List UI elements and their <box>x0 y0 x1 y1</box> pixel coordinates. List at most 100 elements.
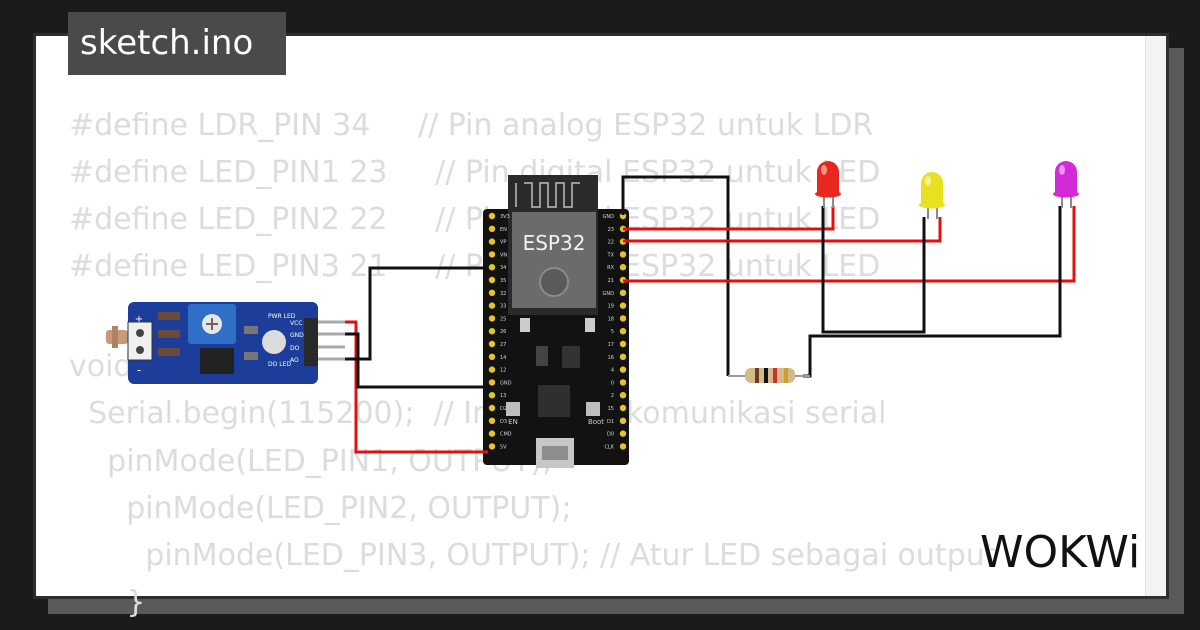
pin-label: 18 <box>608 316 614 322</box>
pin-label: 21 <box>608 278 614 284</box>
led-magenta[interactable] <box>1053 161 1079 208</box>
pin-label: 12 <box>500 368 506 374</box>
pin-label: 16 <box>608 355 614 361</box>
pin-5[interactable] <box>619 328 627 335</box>
pin-rx[interactable] <box>619 264 627 271</box>
pin-label: 15 <box>608 406 614 412</box>
pin-label: 5V <box>500 444 507 450</box>
pin-label: D1 <box>607 419 614 425</box>
pin-label: 27 <box>500 342 506 348</box>
pin-15[interactable] <box>619 404 627 412</box>
en-button-label: EN <box>508 418 518 426</box>
pin-16[interactable] <box>619 353 627 360</box>
pin-34[interactable] <box>488 264 496 271</box>
pin-en[interactable] <box>488 225 496 232</box>
sketch-tab[interactable]: sketch.ino <box>68 12 286 75</box>
pin-label: 22 <box>608 240 614 246</box>
led-red[interactable] <box>815 161 841 208</box>
pin-27[interactable] <box>488 340 496 348</box>
pin-3v3[interactable] <box>488 212 496 220</box>
pin-label: D2 <box>500 406 507 412</box>
pin-17[interactable] <box>619 340 627 348</box>
scrollbar[interactable] <box>1145 36 1166 596</box>
pin-label: GND <box>603 291 615 297</box>
wire-vcc <box>345 320 488 454</box>
pin-13[interactable] <box>488 392 496 399</box>
pin-vn[interactable] <box>488 251 496 258</box>
pin-label: 3V3 <box>500 214 510 220</box>
pin-2[interactable] <box>619 392 627 399</box>
boot-button[interactable] <box>586 402 600 416</box>
pin-label: EN <box>500 227 507 233</box>
pin-19[interactable] <box>619 302 627 309</box>
pin-label: 5 <box>611 329 614 335</box>
minus-label: - <box>137 363 141 377</box>
pin-14[interactable] <box>488 353 496 360</box>
pin-d1[interactable] <box>619 417 627 424</box>
code-line: #define LDR_PIN 34 // Pin analog ESP32 u… <box>69 108 874 143</box>
code-line: } <box>69 585 146 620</box>
pin-vp[interactable] <box>488 238 496 245</box>
pin-0[interactable] <box>619 379 627 386</box>
pin-label: 35 <box>500 278 506 284</box>
pin-33[interactable] <box>488 302 496 309</box>
pin-label: 34 <box>500 265 506 271</box>
wire-cathode-bus-2 <box>821 206 926 334</box>
pin-vcc-label: VCC <box>290 320 302 327</box>
wokwi-logo-text: WOKWi <box>980 527 1140 578</box>
code-line: pinMode(LED_PIN2, OUTPUT); <box>69 491 572 526</box>
pin-label: 13 <box>500 393 506 399</box>
en-button[interactable] <box>506 402 520 416</box>
pin-clk[interactable] <box>619 443 627 450</box>
led-yellow[interactable] <box>919 172 945 219</box>
pin-do-label: DO <box>290 345 300 352</box>
pin-5v[interactable] <box>488 443 496 450</box>
do-led-label: DO LED <box>268 361 291 368</box>
pin-gnd-label: GND <box>290 332 304 339</box>
plus-label: + <box>135 314 143 325</box>
wire-cathode-bus <box>803 206 1062 378</box>
esp32-board[interactable]: ESP32 EN Boot 3V3ENVPVN34353233252627141… <box>483 175 629 468</box>
code-line: pinMode(LED_PIN3, OUTPUT); // Atur LED s… <box>69 538 997 573</box>
boot-button-label: Boot <box>588 418 604 426</box>
pin-gnd[interactable] <box>488 379 496 386</box>
espressif-logo-icon <box>539 267 569 297</box>
pin-label: VP <box>500 240 506 246</box>
wire-gnd-resistor <box>621 175 730 376</box>
pin-label: GND <box>603 214 615 220</box>
pin-label: 25 <box>500 316 506 322</box>
ldr-module[interactable]: + - PWR LED DO LED VCC GND DO AO <box>106 302 345 384</box>
resistor <box>728 368 810 383</box>
leds <box>815 161 1079 219</box>
pin-tx[interactable] <box>619 251 627 258</box>
wires <box>345 175 1076 454</box>
pin-32[interactable] <box>488 289 496 296</box>
pin-label: 4 <box>611 368 614 374</box>
pin-label: 26 <box>500 329 506 335</box>
pin-d2[interactable] <box>488 404 496 412</box>
pin-12[interactable] <box>488 366 496 373</box>
pin-18[interactable] <box>619 315 627 322</box>
pin-label: RX <box>607 265 614 271</box>
pin-label: 19 <box>608 304 614 310</box>
pin-gnd[interactable] <box>619 289 627 296</box>
wire-led2 <box>623 217 942 243</box>
pin-gnd[interactable] <box>619 212 627 220</box>
pin-label: TX <box>607 252 615 258</box>
pin-d3[interactable] <box>488 417 496 424</box>
wire-ao <box>345 266 488 361</box>
pin-4[interactable] <box>619 366 627 373</box>
pin-35[interactable] <box>488 276 496 284</box>
pin-label: VN <box>500 252 507 258</box>
code-line: pinMode(LED_PIN1, OUTPUT); <box>69 444 553 479</box>
pin-cmd[interactable] <box>488 430 496 437</box>
pin-ao-label: AO <box>290 357 299 364</box>
wire-led3 <box>623 206 1076 283</box>
pin-26[interactable] <box>488 328 496 335</box>
pin-25[interactable] <box>488 315 496 322</box>
pin-label: 32 <box>500 291 506 297</box>
pin-d0[interactable] <box>619 430 627 437</box>
pin-label: 0 <box>611 380 614 386</box>
